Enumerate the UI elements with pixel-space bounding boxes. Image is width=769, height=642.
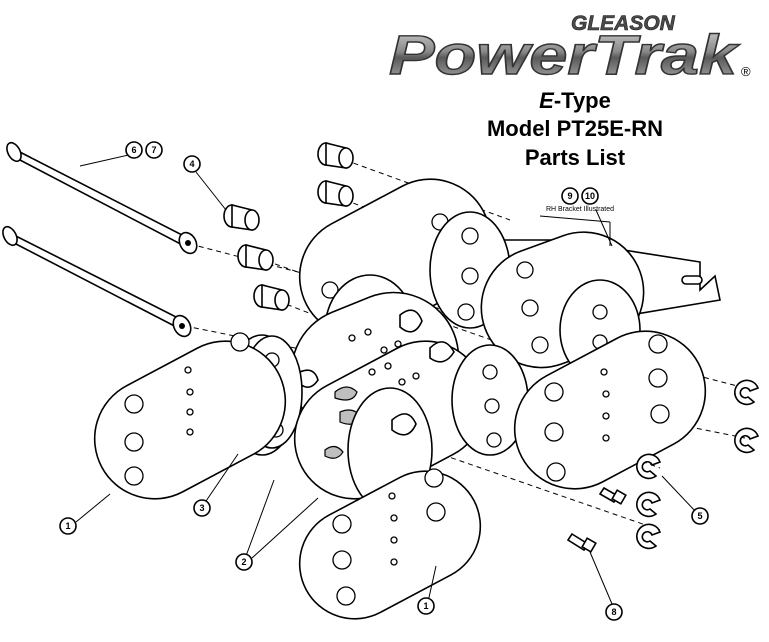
callout-2: 2 [235,553,253,571]
link-plate-right [513,330,707,490]
gleason-powertrak-logo: GLEASON PowerTrak ® [388,12,751,84]
callout-5: 5 [691,507,709,525]
svg-text:3: 3 [199,503,204,513]
callout-4: 4 [183,155,201,173]
bushing-group-left [223,203,290,311]
model-title: Model PT25E-RN [486,116,664,141]
svg-text:10: 10 [585,191,595,201]
svg-text:5: 5 [697,511,702,521]
screw-upper [598,486,627,505]
svg-text:2: 2 [241,557,246,567]
logo-registered-mark: ® [741,64,751,79]
callout-8: 8 [605,603,623,621]
callout-1-bottom: 1 [417,597,435,615]
svg-text:4: 4 [189,159,194,169]
svg-text:6: 6 [131,145,136,155]
svg-text:8: 8 [611,607,616,617]
callout-9: 9 [561,187,579,205]
svg-text:1: 1 [65,521,70,531]
logo-brand-main: PowerTrak [389,23,740,84]
axle-pin-upper [6,141,198,255]
svg-text:7: 7 [151,145,156,155]
type-letter: E [539,88,554,113]
callout-6: 6 [125,141,143,159]
bushing-group-top [317,141,354,207]
e-clips [636,379,760,550]
link-plate-front [298,468,482,620]
callout-3: 3 [193,499,211,517]
screw-lower [566,532,597,553]
type-title: E-Type [430,88,720,114]
roller-wheel-right [451,344,529,456]
svg-text:1: 1 [423,601,428,611]
callout-10: 10 [581,187,599,205]
type-suffix: -Type [553,88,611,113]
svg-text:9: 9 [567,191,572,201]
logo-brand-top: GLEASON [571,12,676,35]
link-plate-left [93,332,287,500]
callout-7: 7 [145,141,163,159]
callout-1-left: 1 [59,517,77,535]
parts-list-title: Parts List [524,145,626,170]
axle-pin-lower [2,225,192,338]
leader-lines [75,151,697,605]
bracket-note: RH Bracket Illustrated [546,206,614,213]
